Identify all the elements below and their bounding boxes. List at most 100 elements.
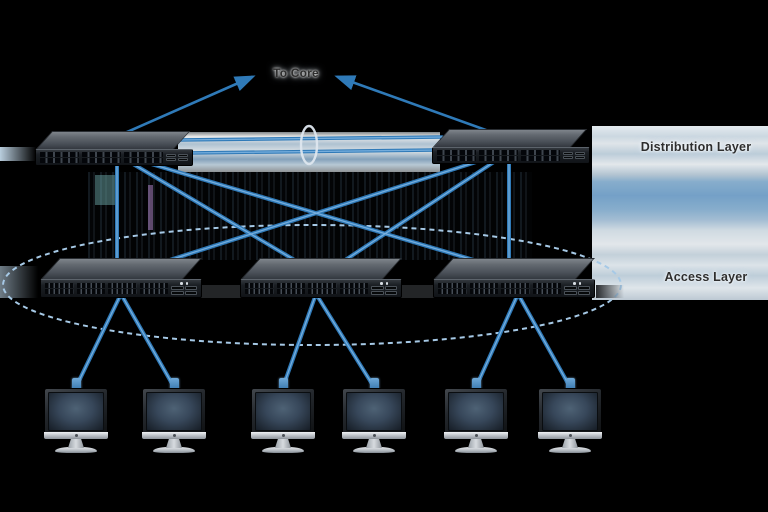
port-group (76, 282, 105, 295)
switch-top (241, 258, 402, 279)
port-group (521, 149, 560, 162)
sfp-ports (564, 285, 590, 295)
switch-top (41, 258, 202, 279)
monitor-screen (255, 392, 311, 431)
cable-connector (471, 378, 481, 392)
monitor-stand-neck (68, 439, 84, 448)
access-switch-1 (40, 258, 202, 298)
port-group (108, 282, 137, 295)
host-links (74, 292, 572, 389)
monitor-stand-base (55, 447, 97, 453)
uplink-ports (563, 152, 585, 159)
computer-4 (342, 378, 406, 453)
camera-dot (281, 434, 285, 437)
monitor-stand-neck (275, 439, 291, 448)
access-switch-3 (433, 258, 595, 298)
status-leds (171, 282, 197, 285)
monitor-bezel (342, 388, 406, 433)
monitor-stand-base (455, 447, 497, 453)
port-group (308, 282, 337, 295)
camera-dot (372, 434, 376, 437)
distribution-switch-2 (432, 129, 590, 164)
monitor-screen (48, 392, 104, 431)
monitor-stand-neck (468, 439, 484, 448)
cable-connector (71, 378, 81, 392)
uplink-ports (171, 282, 197, 295)
monitor-stand-base (262, 447, 304, 453)
camera-dot (568, 434, 572, 437)
to-core-label: To Core (273, 66, 319, 80)
camera-dot (474, 434, 478, 437)
cable-connector (278, 378, 288, 392)
monitor-stand-base (353, 447, 395, 453)
to-core-arrows (116, 75, 499, 138)
computer-3 (251, 378, 315, 453)
computer-5 (444, 378, 508, 453)
access-switch-2 (240, 258, 402, 298)
uplink-ports (371, 282, 397, 295)
monitor-bezel (538, 388, 602, 433)
cable-connector (369, 378, 379, 392)
switch-front (40, 279, 202, 298)
cable-connector (565, 378, 575, 392)
monitor-chin (44, 432, 108, 439)
computer-6 (538, 378, 602, 453)
monitor-chin (342, 432, 406, 439)
switch-front (35, 149, 193, 166)
monitor-chin (142, 432, 206, 439)
camera-dot (172, 434, 176, 437)
uplink-ports (166, 154, 188, 161)
monitor-screen (346, 392, 402, 431)
link-aggregation-ellipse (299, 124, 319, 166)
switch-front (432, 147, 590, 164)
rack-strip (398, 285, 437, 298)
monitor-chin (251, 432, 315, 439)
port-group (438, 282, 467, 295)
status-leds (371, 282, 397, 285)
monitor-stand-base (153, 447, 195, 453)
switch-top (36, 131, 191, 149)
monitor-stand-neck (562, 439, 578, 448)
port-group (339, 282, 368, 295)
cable-connector (169, 378, 179, 392)
trunk-links (174, 135, 444, 155)
distribution-switch-1 (35, 131, 193, 166)
switch-top (434, 258, 595, 279)
rack-strip (596, 285, 624, 298)
monitor-stand-neck (366, 439, 382, 448)
sfp-ports (171, 285, 197, 295)
monitor-bezel (142, 388, 206, 433)
switch-front (240, 279, 402, 298)
sfp-ports (371, 285, 397, 295)
computer-2 (142, 378, 206, 453)
port-group (40, 151, 79, 164)
port-group (469, 282, 498, 295)
access-layer-label: Access Layer (664, 270, 748, 284)
monitor-stand-neck (166, 439, 182, 448)
monitor-screen (146, 392, 202, 431)
port-group (124, 151, 163, 164)
monitor-bezel (44, 388, 108, 433)
port-group (276, 282, 305, 295)
switch-top (433, 129, 588, 147)
port-group (245, 282, 274, 295)
status-leds (564, 282, 590, 285)
port-group (437, 149, 476, 162)
port-group (82, 151, 121, 164)
port-group (479, 149, 518, 162)
rack-strip (198, 285, 244, 298)
distribution-access-links (115, 152, 516, 276)
port-group (45, 282, 74, 295)
distribution-layer-label: Distribution Layer (640, 140, 752, 154)
uplink-ports (564, 282, 590, 295)
computer-1 (44, 378, 108, 453)
monitor-screen (542, 392, 598, 431)
monitor-screen (448, 392, 504, 431)
monitor-bezel (251, 388, 315, 433)
port-group (532, 282, 561, 295)
port-group (139, 282, 168, 295)
monitor-chin (538, 432, 602, 439)
monitor-bezel (444, 388, 508, 433)
port-group (501, 282, 530, 295)
